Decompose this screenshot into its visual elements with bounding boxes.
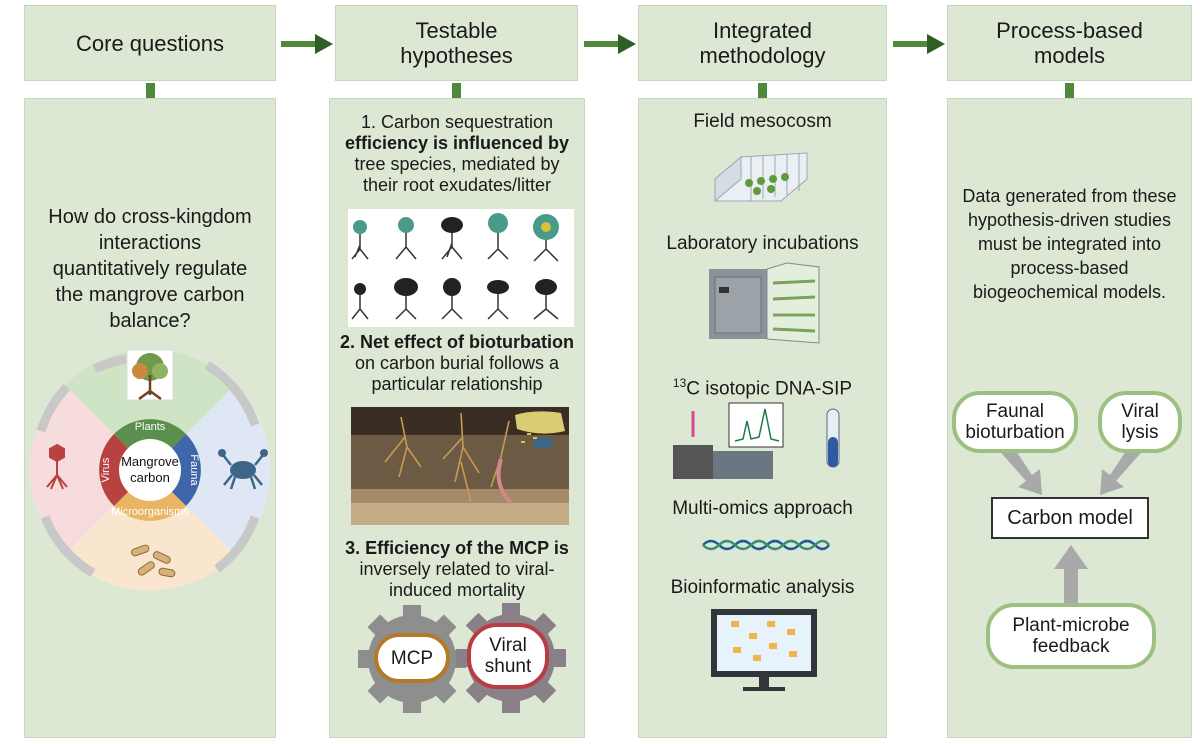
header-core-questions: Core questions xyxy=(24,5,276,81)
viral-lysis-text: Viral lysis xyxy=(1121,401,1159,443)
panel-methodology: Field mesocosm Laboratory incubations 13… xyxy=(638,98,887,738)
dna-sip-instrument-icon xyxy=(673,402,840,479)
header-process-based-models: Process-based models xyxy=(947,5,1192,81)
h2-rest: on carbon burial follows a particular re… xyxy=(354,353,560,394)
wheel-center-line1: Mangrove xyxy=(121,454,179,469)
plant-microbe-text: Plant-microbe feedback xyxy=(1012,615,1130,657)
wheel-microorganisms-label: Microorganisms xyxy=(111,506,189,518)
core-question-text: How do cross-kingdom interactions quanti… xyxy=(48,206,252,332)
tree-icon xyxy=(126,349,174,401)
virus-icon xyxy=(46,443,68,490)
faunal-text: Faunal bioturbation xyxy=(965,401,1065,443)
hypothesis-3: 3. Efficiency of the MCP is inversely re… xyxy=(334,538,580,601)
header-label: Testable hypotheses xyxy=(400,18,513,68)
computer-monitor-icon xyxy=(711,609,817,691)
dna-helix-icon xyxy=(702,539,830,551)
h3-rest: inversely related to viral-induced morta… xyxy=(359,559,555,600)
method-lab-incubations: Laboratory incubations xyxy=(666,233,859,254)
gear-mcp-label: MCP xyxy=(374,633,450,683)
panel-core-questions: How do cross-kingdom interactions quanti… xyxy=(24,98,276,738)
node-carbon-model: Carbon model xyxy=(991,497,1149,539)
h2-bold: 2. Net effect of bioturbation xyxy=(340,332,574,352)
header-integrated-methodology: Integrated methodology xyxy=(638,5,887,81)
model-arrows xyxy=(996,439,1146,605)
wheel-fauna-label: Fauna xyxy=(188,454,200,486)
arrow-right-icon xyxy=(584,34,636,54)
connector xyxy=(452,83,461,98)
viral-shunt-text: Viral shunt xyxy=(484,635,532,677)
h1-bold: efficiency is influenced by xyxy=(344,133,570,153)
method-dna-sip: 13C isotopic DNA-SIP xyxy=(639,372,886,400)
arrow-right-icon xyxy=(281,34,333,54)
wheel-center-line2: carbon xyxy=(130,470,170,485)
header-label: Core questions xyxy=(76,30,224,56)
header-testable-hypotheses: Testable hypotheses xyxy=(335,5,578,81)
bioturbation-soil-illustration xyxy=(351,407,569,525)
h1-rest: tree species, mediated by their root exu… xyxy=(354,154,560,195)
mangrove-species-icons xyxy=(348,209,574,327)
connector xyxy=(146,83,155,98)
hypothesis-2: 2. Net effect of bioturbation on carbon … xyxy=(334,332,580,395)
method-multi-omics: Multi-omics approach xyxy=(672,498,853,519)
gear-viral-shunt-label: Viral shunt xyxy=(467,623,549,689)
node-plant-microbe-feedback: Plant-microbe feedback xyxy=(986,603,1156,669)
arrow-right-icon xyxy=(893,34,945,54)
bacteria-icon xyxy=(131,544,176,578)
h3-bold: 3. Efficiency of the MCP is xyxy=(345,538,569,558)
connector xyxy=(758,83,767,98)
method-bioinformatic: Bioinformatic analysis xyxy=(670,577,855,598)
carbon-model-text: Carbon model xyxy=(1007,506,1133,529)
hypothesis-1: 1. Carbon sequestration efficiency is in… xyxy=(338,112,576,196)
node-faunal-bioturbation: Faunal bioturbation xyxy=(952,391,1078,453)
header-label: Integrated methodology xyxy=(699,18,826,68)
wheel-plants-label: Plants xyxy=(135,421,166,433)
greenhouse-icon xyxy=(714,152,808,203)
connector xyxy=(1065,83,1074,98)
header-label: Process-based models xyxy=(996,18,1143,68)
wheel-virus-label: Virus xyxy=(100,457,112,482)
models-description: Data generated from these hypothesis-dri… xyxy=(962,186,1177,302)
panel-hypotheses: 1. Carbon sequestration efficiency is in… xyxy=(329,98,585,738)
mcp-text: MCP xyxy=(390,647,434,669)
crab-icon xyxy=(218,449,268,490)
panel-models: Data generated from these hypothesis-dri… xyxy=(947,98,1192,738)
method-field-mesocosm: Field mesocosm xyxy=(693,111,832,132)
sip-superscript: 13 xyxy=(672,376,687,390)
incubator-icon xyxy=(709,262,820,344)
mangrove-carbon-wheel: Plants Fauna Microorganisms Virus Mangro… xyxy=(29,349,271,591)
node-viral-lysis: Viral lysis xyxy=(1098,391,1182,453)
sip-text: C isotopic DNA-SIP xyxy=(686,378,853,400)
h1-plain: 1. Carbon sequestration xyxy=(360,112,554,132)
